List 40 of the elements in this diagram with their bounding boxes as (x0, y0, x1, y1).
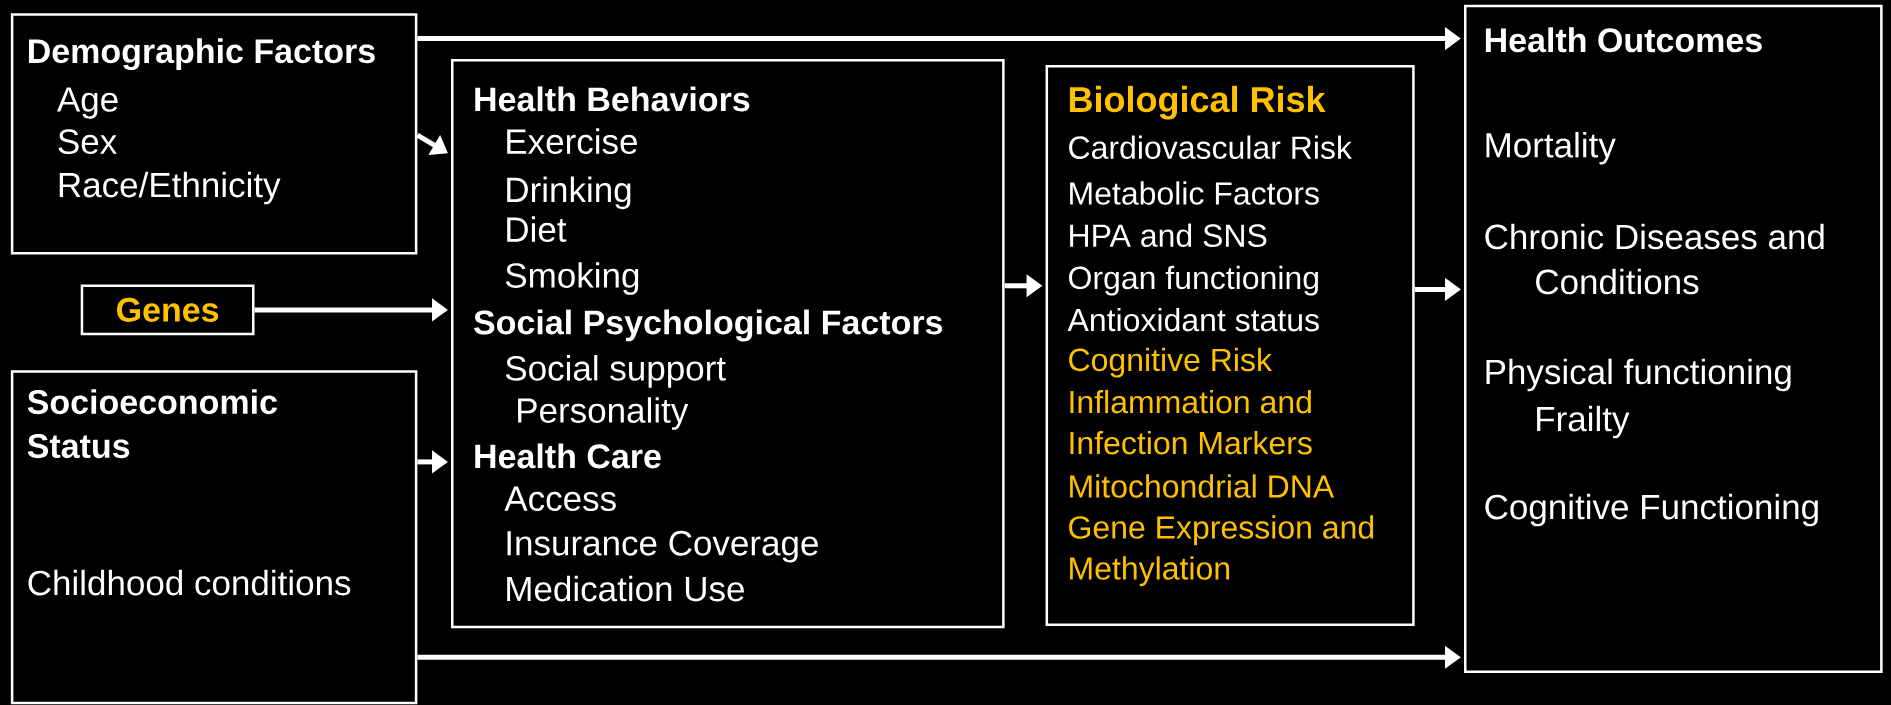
list-item: Organ functioning (1069, 265, 1318, 296)
label-box: Genes (80, 284, 255, 336)
list-item: Race/Ethnicity (59, 171, 281, 205)
heading: Biological Risk (1069, 85, 1326, 120)
factor-box (451, 59, 1005, 629)
factor-box (10, 13, 418, 255)
list-item: Cardiovascular Risk (1069, 135, 1352, 159)
heading: Social Psychological Factors (474, 309, 943, 342)
heading: Health Behaviors (475, 86, 750, 112)
factor-box (1045, 65, 1415, 626)
list-item: Cognitive Functioning (1485, 493, 1818, 527)
list-item: Cognitive Risk (1069, 347, 1272, 378)
list-item: HPA and SNS (1070, 223, 1267, 247)
list-item: Mitochondrial DNA (1070, 474, 1335, 498)
list-item: Sex (58, 129, 117, 155)
list-item: Gene Expression and Methylation (1069, 515, 1374, 587)
list-item: Access (504, 486, 616, 512)
list-item: Insurance Coverage (507, 530, 818, 563)
list-item: Drinking (507, 176, 631, 210)
list-item: Personality (518, 397, 689, 430)
list-item: Mortality (1486, 131, 1616, 165)
list-item: Social support (505, 355, 726, 388)
list-item: Chronic Diseases and Conditions (1485, 223, 1824, 295)
factor-box (10, 370, 418, 705)
list-item: Metabolic Factors (1070, 181, 1319, 205)
list-item: Exercise (507, 128, 637, 155)
list-item: Frailty (1537, 405, 1630, 439)
factor-box (1464, 4, 1883, 673)
list-item: Diet (507, 216, 567, 243)
heading: Health Outcomes (1485, 27, 1762, 53)
list-item: Childhood conditions (28, 569, 351, 596)
list-item: Age (56, 87, 118, 119)
heading: Demographic Factors (29, 38, 375, 71)
list-item: Antioxidant status (1067, 307, 1319, 332)
list-item: Medication Use (507, 575, 744, 602)
heading: Health Care (475, 443, 661, 469)
list-item: Inflammation and Infection Markers (1070, 389, 1312, 455)
heading: Socioeconomic Status (27, 389, 277, 459)
list-item: Physical functioning (1486, 358, 1791, 392)
list-item: Smoking (505, 262, 639, 295)
